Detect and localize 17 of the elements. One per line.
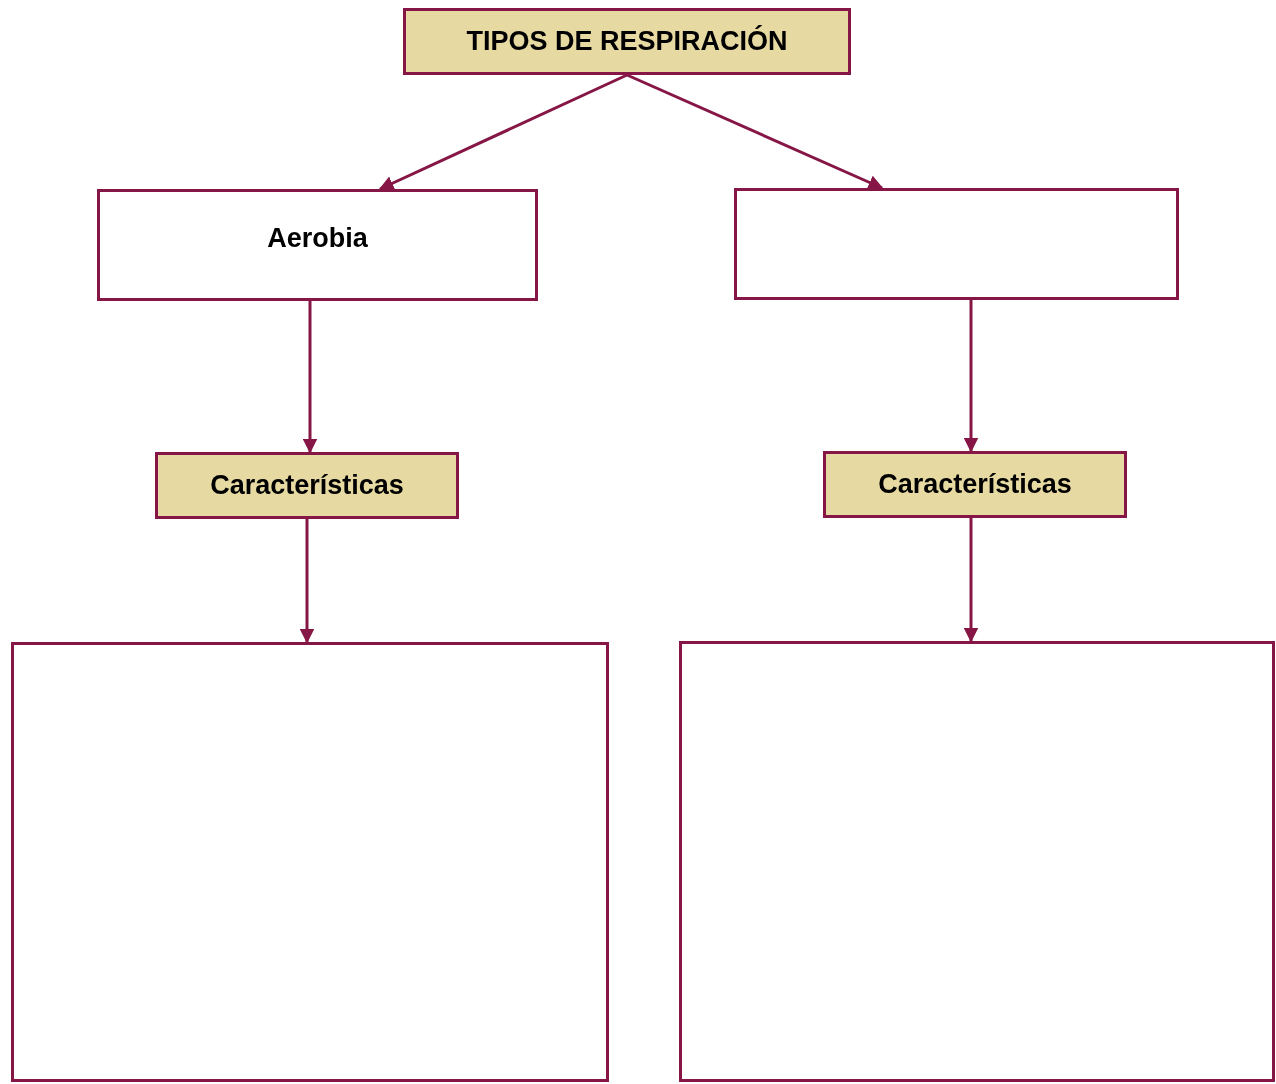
arrow bbox=[299, 519, 315, 644]
category-box bbox=[97, 189, 538, 301]
arrow bbox=[626, 73, 884, 190]
arrow bbox=[963, 300, 979, 453]
box-label: Características bbox=[210, 469, 404, 503]
box-label: Características bbox=[878, 468, 1072, 502]
arrow bbox=[378, 73, 628, 191]
answer-box bbox=[11, 642, 609, 1082]
box-label: TIPOS DE RESPIRACIÓN bbox=[466, 24, 788, 59]
box-label: Aerobia bbox=[267, 222, 368, 255]
answer-box bbox=[679, 641, 1275, 1082]
category-box bbox=[734, 188, 1179, 300]
heading-box bbox=[823, 451, 1127, 518]
heading-box bbox=[155, 452, 459, 519]
title-box bbox=[403, 8, 851, 75]
arrow bbox=[963, 518, 979, 643]
arrow bbox=[302, 301, 318, 454]
